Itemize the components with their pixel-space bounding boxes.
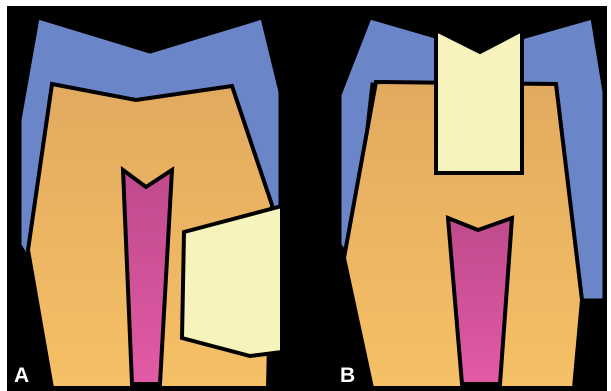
panel-a: A	[14, 18, 282, 388]
restoration-a	[182, 206, 282, 356]
restoration-b	[436, 30, 522, 173]
panel-label-a: A	[14, 364, 29, 387]
panel-b: B	[340, 18, 604, 388]
panel-label-b: B	[340, 364, 355, 387]
